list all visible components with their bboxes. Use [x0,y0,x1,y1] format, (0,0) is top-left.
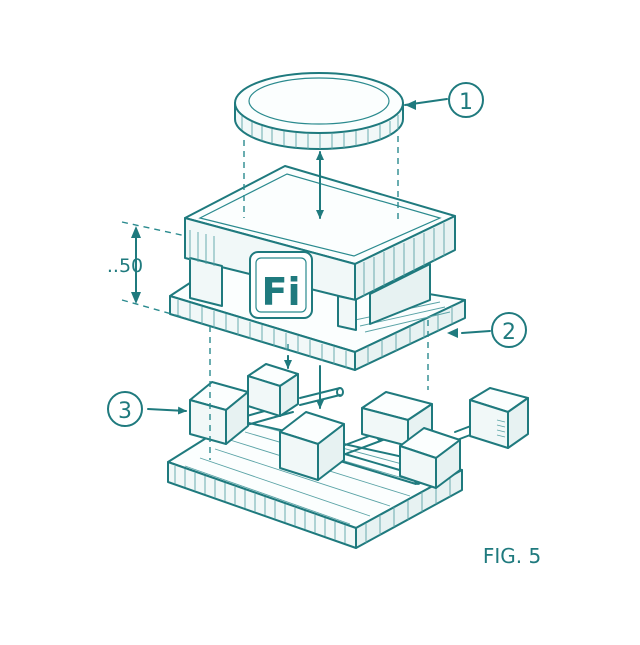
callout-number: 1 [459,90,473,115]
cube-back [247,363,299,417]
callout-1: 1 [448,82,484,118]
dimension-marker: ..50 [107,226,143,304]
assembly-guide-lines [121,136,429,460]
cube-far-right [469,387,529,449]
callout-3-leader [147,406,187,415]
logo-text: Fi [262,270,301,314]
callout-3: 3 [107,391,143,427]
motion-arrows [147,98,491,415]
callout-2: 2 [491,312,527,348]
figure-caption: FIG. 5 [483,544,541,568]
round-cap [234,72,404,150]
cube-left [189,381,249,445]
cube-center [279,411,345,481]
dimension-label: ..50 [107,255,143,277]
middle-plate [169,259,466,371]
callout-2-leader [461,330,491,334]
fi-logo: Fi [249,251,313,319]
callout-number: 3 [118,399,132,424]
callout-number: 2 [502,320,516,345]
cube-front-right [399,427,461,489]
